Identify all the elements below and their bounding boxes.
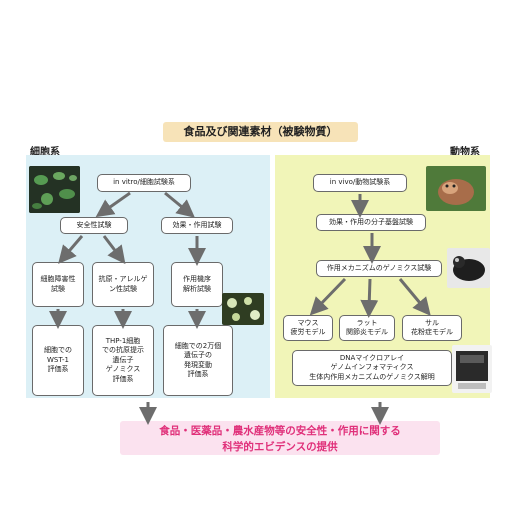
hamster-photo [426,166,486,211]
arrow-genomics-to-mouse [309,277,347,316]
monkey-pollen-model-box: サル 花粉症モデル [402,315,462,341]
safety-test-box: 安全性試験 [60,217,128,234]
cytotoxicity-test-box: 細胞障害性 試験 [32,262,84,307]
mouse-image [447,248,490,288]
dna-microarray-box: DNAマイクロアレイ ゲノムインフォマティクス 生体内作用メカニズムのゲノミクス… [292,350,452,386]
arrow-genomics-to-rat [360,278,379,318]
hamster-image [426,166,486,211]
arrow-safety-to-cytotox [58,235,84,264]
arrow-root-to-efficacy [164,191,195,218]
cell-culture-image [29,166,80,213]
allergen-test-box: 抗原・アレルゲ ン性試験 [92,262,154,307]
wst1-eval-box: 細胞での WST-1 評価系 [32,325,84,396]
molecular-basis-test-box: 効果・作用の分子基盤試験 [316,214,426,231]
thp1-eval-box: THP-1細胞 での抗原提示 遺伝子 ゲノミクス 評価系 [92,325,154,396]
cell-system-label: 細胞系 [30,147,60,158]
mouse-fatigue-model-box: マウス 疲労モデル [283,315,333,341]
in-vitro-root-box: in vitro/細胞試験系 [97,174,191,192]
arrow-safety-to-allergen [102,235,126,265]
efficacy-test-box: 効果・作用試験 [161,217,233,234]
microarray-device-photo [452,345,492,393]
evidence-banner: 食品・医薬品・農水産物等の安全性・作用に関する 科学的エビデンスの提供 [120,421,440,455]
cell-culture-photo [29,166,80,213]
rat-arthritis-model-box: ラット 関節炎モデル [339,315,395,341]
gene-expression-eval-box: 細胞での2万個 遺伝子の 発現変動 評価系 [163,325,233,396]
arrow-genomics-to-monkey [398,278,431,316]
in-vivo-root-text: in vivo/動物試験系 [329,178,391,187]
mouse-photo [447,248,490,288]
microscopy-image [222,293,264,325]
in-vivo-root-box: in vivo/動物試験系 [313,174,407,192]
in-vitro-root-text: in vitro/細胞試験系 [113,178,175,187]
arrow-root-to-safety [95,191,131,218]
microarray-device-image [452,345,492,393]
animal-system-label: 動物系 [450,147,480,158]
microscopy-photo [222,293,264,325]
diagram-title: 食品及び関連素材（被験物質） [163,122,358,142]
